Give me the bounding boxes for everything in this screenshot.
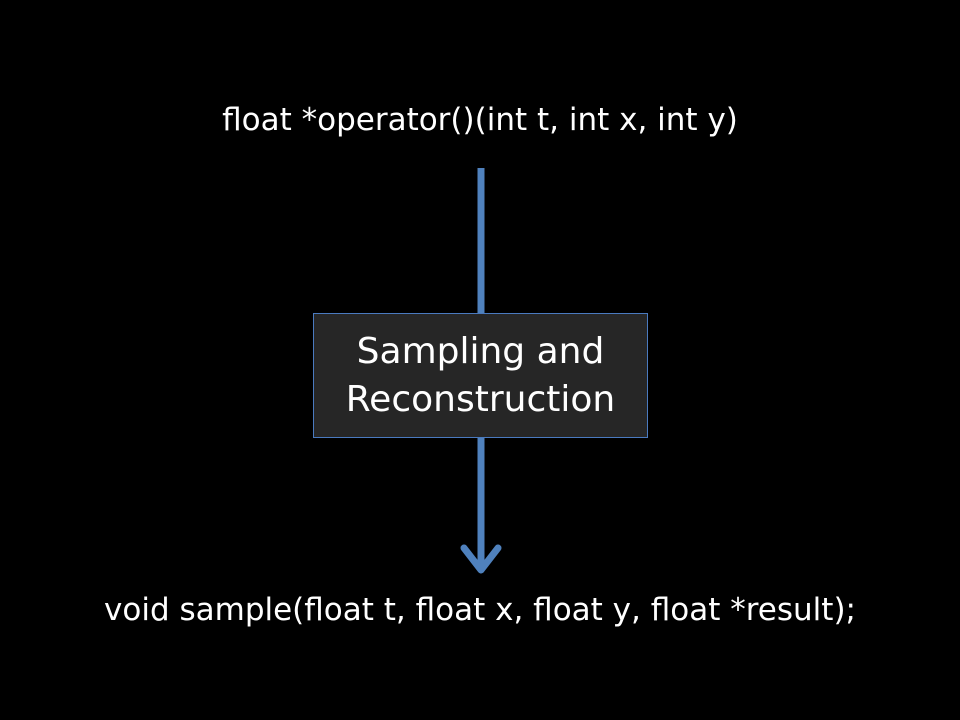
output-signature: void sample(float t, float x, float y, f… <box>104 592 856 628</box>
process-box-line2: Reconstruction <box>345 378 616 420</box>
process-box: Sampling and Reconstruction <box>313 313 648 438</box>
input-signature: float *operator()(int t, int x, int y) <box>222 102 738 138</box>
process-box-line1: Sampling and <box>356 330 605 372</box>
arrow-head <box>460 544 502 574</box>
